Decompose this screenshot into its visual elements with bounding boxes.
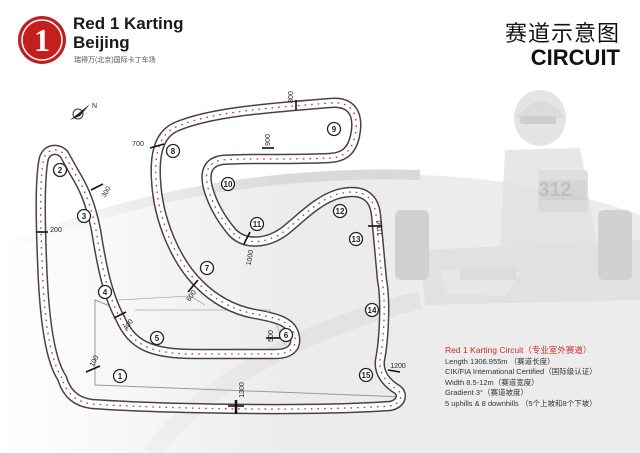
- corner-number: 4: [103, 288, 108, 297]
- distance-tick: [243, 231, 251, 245]
- corner-number: 14: [368, 306, 377, 315]
- corner-number: 3: [82, 212, 87, 221]
- corner-badge-9: 9: [326, 121, 342, 137]
- distance-label-800: 800: [288, 91, 295, 103]
- info-line: Width 8.5-12m（赛道宽度）: [445, 377, 539, 387]
- corner-badge-15: 15: [358, 367, 374, 383]
- corner-badge-1: 1: [112, 368, 128, 384]
- corner-badge-7: 7: [199, 260, 215, 276]
- compass-label: N: [92, 103, 97, 110]
- corner-badge-13: 13: [348, 231, 364, 247]
- distance-label-300: 300: [101, 185, 113, 199]
- corner-number: 2: [58, 166, 63, 175]
- info-line: 5 uphills & 8 downhills （5个上坡和8个下坡）: [445, 398, 597, 408]
- corner-badge-4: 4: [97, 284, 113, 300]
- corner-badge-3: 3: [76, 208, 92, 224]
- corner-number: 15: [362, 371, 371, 380]
- corner-number: 1: [118, 372, 123, 381]
- page-title-en: CIRCUIT: [530, 45, 620, 70]
- corner-badge-5: 5: [149, 330, 165, 346]
- corner-number: 9: [332, 125, 337, 134]
- corner-badge-8: 8: [165, 143, 181, 159]
- distance-label-1300: 1300: [239, 382, 246, 398]
- brand-name-line1: Red 1 Karting: [73, 14, 184, 33]
- corner-badge-2: 2: [52, 162, 68, 178]
- info-line: Length 1306.955m （赛道长度）: [445, 356, 555, 366]
- distance-label-200: 200: [50, 227, 62, 234]
- kart-number: 312: [538, 179, 571, 201]
- brand-name: Red 1 Karting Beijing: [73, 14, 184, 52]
- distance-label-1000: 1000: [246, 249, 256, 266]
- distance-tick: [149, 143, 165, 149]
- info-heading: Red 1 Karting Circuit（专业室外赛道）: [445, 345, 592, 355]
- distance-tick: [90, 183, 104, 191]
- corner-number: 12: [336, 207, 345, 216]
- distance-label-100: 100: [89, 354, 101, 368]
- page-title-cn: 赛道示意图: [504, 21, 620, 46]
- distance-markers: 1002003004005006007008009001000110012001…: [36, 91, 406, 407]
- circuit-info: Red 1 Karting Circuit（专业室外赛道） Length 130…: [445, 345, 597, 409]
- red1-logo: 1: [18, 16, 66, 64]
- distance-tick: [113, 311, 127, 319]
- corner-number: 7: [205, 264, 210, 273]
- corner-badge-6: 6: [278, 327, 294, 343]
- corner-number: 11: [253, 220, 262, 229]
- brand-subtitle: 瑞得万(北京)国际卡丁车场: [74, 57, 156, 64]
- corner-number: 6: [284, 331, 289, 340]
- distance-tick: [187, 279, 199, 293]
- corner-number: 8: [171, 147, 176, 156]
- info-line: Gradient 3°（赛道坡度）: [445, 388, 529, 397]
- corner-badge-10: 10: [220, 176, 236, 192]
- distance-label-1200: 1200: [390, 363, 406, 370]
- distance-label-1100: 1100: [377, 220, 384, 235]
- logo-numeral: 1: [34, 22, 50, 58]
- distance-tick: [85, 365, 101, 373]
- corner-number: 10: [224, 180, 233, 189]
- distance-label-900: 900: [265, 134, 272, 146]
- track: [35, 97, 406, 415]
- distance-tick: [387, 369, 401, 373]
- corner-badge-14: 14: [364, 302, 380, 318]
- distance-label-700: 700: [132, 141, 144, 148]
- compass-icon: N: [70, 103, 97, 120]
- distance-label-600: 600: [186, 289, 198, 303]
- corner-badge-12: 12: [332, 203, 348, 219]
- corner-number: 5: [155, 334, 160, 343]
- brand-name-line2: Beijing: [73, 33, 130, 52]
- distance-label-500: 500: [268, 330, 275, 342]
- corner-number: 13: [352, 235, 361, 244]
- corner-badge-11: 11: [249, 216, 265, 232]
- info-line: CIK/FIA International Certified（国际级认证）: [445, 367, 597, 376]
